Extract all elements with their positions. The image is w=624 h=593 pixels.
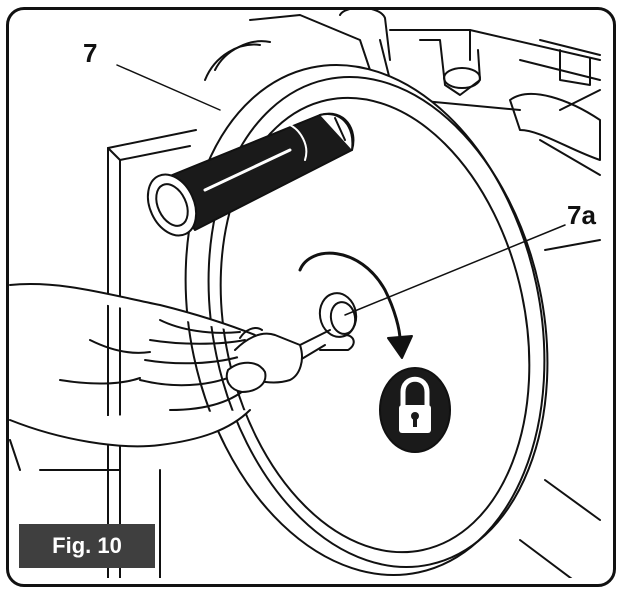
hand-with-screwdriver [9,283,303,471]
machine-right [519,239,601,578]
callout-leaders [116,64,566,316]
padlock-icon [379,367,451,453]
rotation-arrow [298,251,413,359]
callout-7a: 7a [567,200,596,230]
handwheel [184,40,549,576]
lock-screw [299,292,358,361]
figure-badge: Fig. 10 [19,524,155,568]
callout-7: 7 [83,38,98,68]
machine-body [107,129,197,578]
handle [146,112,355,237]
